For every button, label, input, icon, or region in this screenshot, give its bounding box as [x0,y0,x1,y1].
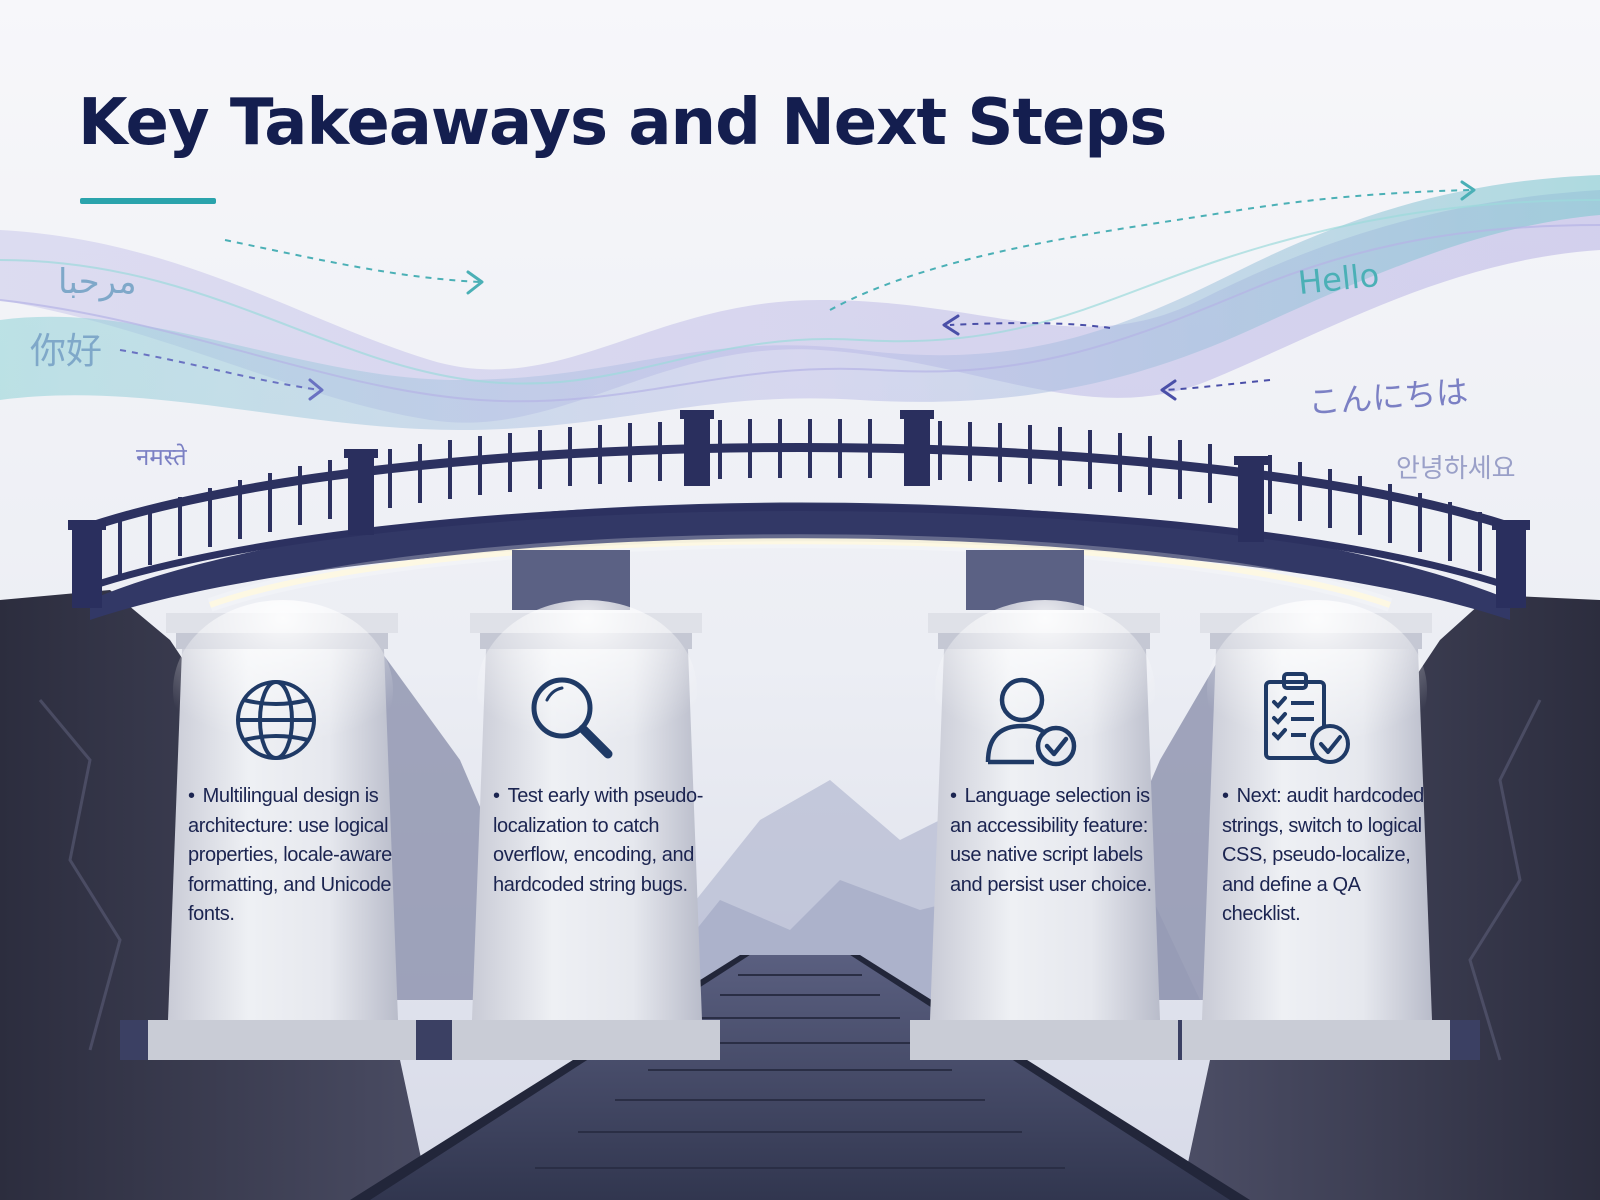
user-check-icon [985,677,1077,767]
greeting-arabic: مرحبا [58,262,137,302]
clipboard-check-icon [1264,672,1350,764]
greeting-korean: 안녕하세요 [1396,454,1516,484]
takeaway-3-text: Language selection is an accessibility f… [950,782,1170,900]
magnifier-icon [531,677,613,759]
takeaway-2-text: Test early with pseudo-localization to c… [493,782,713,900]
takeaway-1-text: Multilingual design is architecture: use… [188,782,408,930]
greeting-hindi: नमस्ते [136,443,187,471]
title-underline [80,198,216,204]
next-steps-text: Next: audit hardcoded strings, switch to… [1222,782,1442,930]
greeting-chinese: 你好 [30,331,103,372]
globe-icon [236,680,316,760]
page-title: Key Takeaways and Next Steps [78,86,1167,160]
